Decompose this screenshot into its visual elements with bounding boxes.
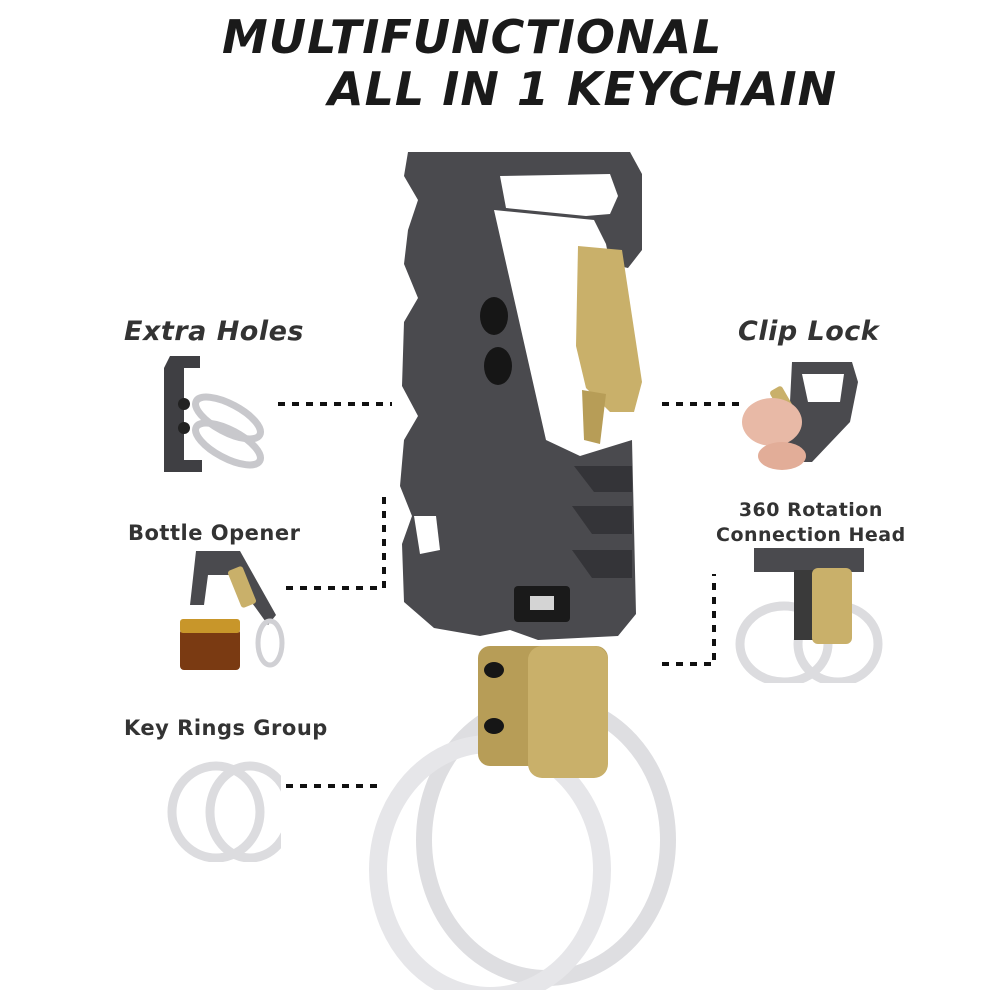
- rotation-head: [528, 646, 608, 778]
- leader-bottle-opener: [286, 496, 386, 590]
- headline-line-2: ALL IN 1 KEYCHAIN: [328, 62, 838, 116]
- label-key-rings: Key Rings Group: [124, 716, 328, 740]
- keychain-main-image: [369, 152, 676, 990]
- key-rings-vignette: [167, 761, 281, 862]
- label-rotation-line-2: Connection Head: [716, 524, 906, 546]
- bottle-opener-vignette: [180, 551, 285, 670]
- key-ring-front: [369, 735, 611, 990]
- clip-lock-vignette: [742, 362, 858, 470]
- extra-holes-vignette: [164, 356, 264, 472]
- label-rotation-head: 360 Rotation Connection Head: [716, 498, 906, 548]
- label-rotation-line-1: 360 Rotation: [738, 499, 883, 521]
- rotation-head-vignette: [735, 548, 883, 683]
- leader-rotation: [662, 574, 716, 666]
- keychain-gate: [576, 246, 642, 412]
- label-extra-holes: Extra Holes: [124, 316, 304, 347]
- label-clip-lock: Clip Lock: [738, 316, 880, 347]
- headline-line-1: MULTIFUNCTIONAL: [222, 10, 723, 64]
- label-bottle-opener: Bottle Opener: [128, 521, 301, 545]
